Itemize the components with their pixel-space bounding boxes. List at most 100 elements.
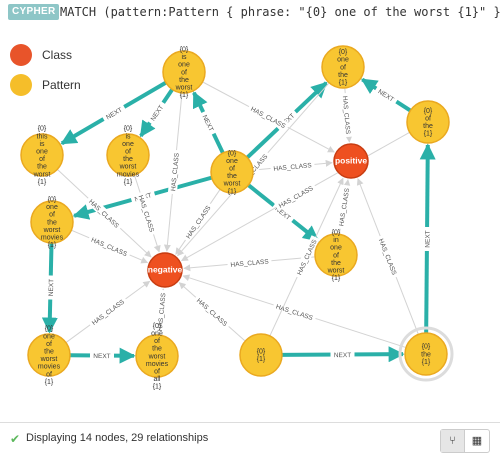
query-header: CYPHER MATCH (pattern:Pattern { phrase: … — [0, 0, 500, 26]
node-caption-line: {0} — [422, 344, 431, 351]
pattern-node[interactable]: {0}{1} — [239, 333, 283, 377]
relationship-label: NEXT — [93, 353, 110, 360]
relationship-label: HAS_CLASS — [185, 204, 213, 240]
node-caption-line: {1} — [257, 356, 266, 363]
has-class-relationship[interactable]: HAS_CLASS — [252, 159, 333, 173]
has-class-relationship[interactable]: HAS_CLASS — [65, 280, 151, 343]
has-class-relationship[interactable]: HAS_CLASS — [183, 256, 316, 272]
has-class-relationship[interactable]: HAS_CLASS — [356, 178, 419, 335]
relationship-label: HAS_CLASS — [341, 96, 351, 135]
node-caption-line: is — [125, 133, 131, 140]
node-caption-line: {1} — [45, 379, 54, 386]
node-caption-line: one — [122, 141, 134, 148]
node-caption-line: one — [46, 204, 58, 211]
next-relationship[interactable]: NEXT — [245, 81, 328, 160]
node-caption-line: {0} — [339, 49, 348, 56]
node-caption-line: worst — [119, 164, 137, 171]
node-caption-line: the — [331, 260, 341, 267]
node-caption-line: {1} — [332, 275, 341, 282]
relationship-label: HAS_CLASS — [195, 297, 229, 328]
node-caption-line: the — [421, 351, 431, 358]
node-caption-line: worst — [40, 356, 58, 363]
node-caption-line: of — [125, 148, 131, 155]
node-caption-line: {0} — [124, 126, 133, 133]
node-caption-line: the — [338, 72, 348, 79]
node-caption-line: the — [47, 219, 57, 226]
node-caption-line: the — [123, 156, 133, 163]
node-caption-line: movies — [146, 361, 169, 368]
node-caption-line: {0} — [180, 46, 189, 53]
node-caption-line: one — [337, 57, 349, 64]
node-caption-line: {1} — [180, 92, 189, 99]
node-caption-line: is — [39, 141, 45, 148]
has-class-relationship[interactable]: HAS_CLASS — [133, 174, 161, 253]
pattern-node[interactable]: {0}the{1} — [398, 326, 454, 382]
relationship-label: HAS_CLASS — [157, 292, 168, 331]
node-caption-line: of — [340, 64, 346, 71]
has-class-relationship[interactable]: HAS_CLASS — [163, 92, 183, 252]
next-relationship[interactable]: NEXT — [192, 91, 225, 154]
node-caption-line: {1} — [339, 79, 348, 86]
next-relationship[interactable]: NEXT — [41, 242, 58, 334]
relationship-label: HAS_CLASS — [278, 185, 315, 210]
node-caption-line: worst — [223, 181, 241, 188]
node-caption-line: one — [36, 148, 48, 155]
node-caption-line: worst — [43, 227, 61, 234]
has-class-relationship[interactable]: HAS_CLASS — [175, 189, 221, 255]
node-caption-line: of — [181, 69, 187, 76]
node-caption-line: {0} — [228, 150, 237, 157]
class-node-positive[interactable]: positive — [333, 143, 369, 179]
relationship-label: NEXT — [105, 107, 124, 122]
relationship-label: NEXT — [334, 352, 351, 359]
node-caption-line: negative — [148, 265, 183, 275]
has-class-relationship[interactable]: HAS_CLASS — [71, 229, 149, 264]
node-caption-line: one — [178, 62, 190, 69]
next-relationship[interactable]: NEXT — [360, 77, 412, 113]
status-bar: ✔ Displaying 14 nodes, 29 relationships … — [0, 422, 500, 455]
node-caption-line: movies — [41, 234, 64, 241]
has-class-relationship[interactable]: HAS_CLASS — [178, 282, 246, 342]
node-caption-line: of — [154, 338, 160, 345]
relationship-label: NEXT — [48, 279, 55, 297]
next-relationship[interactable]: NEXT — [281, 346, 405, 363]
graph-view-icon[interactable]: ⑂ — [441, 430, 465, 452]
next-relationship[interactable]: NEXT — [419, 143, 436, 334]
has-class-relationship[interactable]: HAS_CLASS — [154, 288, 168, 336]
node-caption-line: all — [153, 376, 160, 383]
node-caption-line: one — [226, 158, 238, 165]
next-relationship[interactable]: NEXT — [69, 347, 136, 364]
node-caption-line: in — [333, 237, 339, 244]
pattern-swatch — [10, 74, 32, 96]
node-caption-line: this — [37, 133, 48, 140]
class-node-negative[interactable]: negative — [147, 252, 183, 288]
legend-item-pattern[interactable]: Pattern — [10, 74, 130, 98]
legend-item-class[interactable]: Class — [10, 44, 130, 68]
node-caption-line: {1} — [124, 179, 133, 186]
node-caption-line: worst — [33, 171, 51, 178]
query-text[interactable]: MATCH (pattern:Pattern { phrase: "{0} on… — [60, 5, 500, 19]
node-caption-line: the — [152, 346, 162, 353]
node-caption-line: {0} — [38, 126, 47, 133]
node-caption-line: {0} — [257, 348, 266, 355]
node-caption-line: the — [423, 123, 433, 130]
has-class-relationship[interactable]: HAS_CLASS — [340, 87, 354, 143]
node-caption-line: worst — [327, 267, 345, 274]
node-caption-line: the — [44, 348, 54, 355]
relationship-label: HAS_CLASS — [170, 152, 181, 191]
table-view-icon[interactable]: ▦ — [471, 435, 483, 447]
relationship-label: HAS_CLASS — [273, 162, 312, 173]
status-text: Displaying 14 nodes, 29 relationships — [26, 432, 209, 444]
node-caption-line: is — [181, 54, 187, 61]
